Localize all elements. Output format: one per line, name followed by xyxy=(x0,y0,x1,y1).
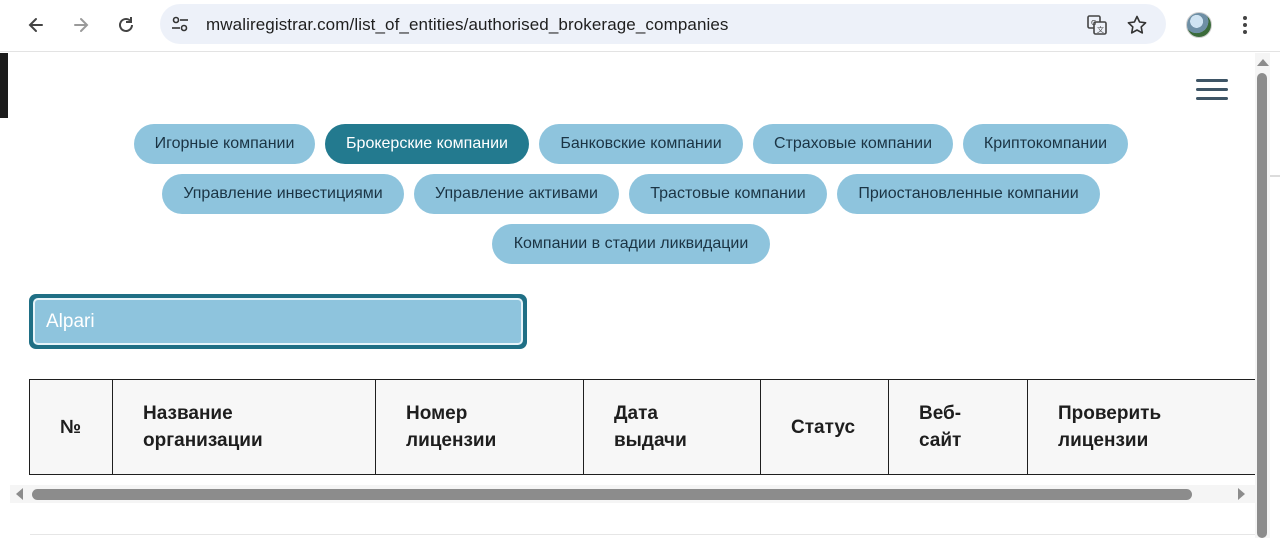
right-window-edge xyxy=(1270,53,1280,538)
category-label: Управление активами xyxy=(435,185,598,202)
header-text: Проверить xyxy=(1058,403,1162,424)
category-label: Игорные компании xyxy=(154,135,295,152)
header-text: выдачи xyxy=(614,430,687,451)
arrow-right-icon xyxy=(74,18,89,32)
search-box xyxy=(29,294,527,349)
header-text: Номер xyxy=(406,403,468,424)
category-investment-management[interactable]: Управление инвестициями xyxy=(162,174,404,214)
left-window-edge xyxy=(0,53,10,538)
scrollbar-thumb[interactable] xyxy=(1257,73,1267,538)
address-bar[interactable]: mwaliregistrar.com/list_of_entities/auth… xyxy=(160,4,1166,44)
reload-icon xyxy=(119,17,133,32)
category-label: Трастовые компании xyxy=(650,185,806,202)
tune-icon[interactable] xyxy=(170,14,190,34)
category-label: Компании в стадии ликвидации xyxy=(513,235,749,252)
category-suspended[interactable]: Приостановленные компании xyxy=(837,174,1100,214)
column-header-status[interactable]: Статус xyxy=(760,379,889,475)
header-text: № xyxy=(60,416,82,438)
page-viewport: Игорные компании Брокерские компании Бан… xyxy=(10,53,1270,538)
category-label: Брокерские компании xyxy=(346,135,508,152)
category-label: Банковские компании xyxy=(560,135,722,152)
divider xyxy=(30,534,1266,535)
header-text: Веб- xyxy=(919,403,962,424)
scroll-up-arrow-icon[interactable] xyxy=(1257,59,1269,66)
scroll-right-arrow-icon[interactable] xyxy=(1238,488,1245,500)
header-text: Дата xyxy=(614,403,658,424)
back-button[interactable] xyxy=(19,8,53,42)
scrollbar-thumb[interactable] xyxy=(32,489,1192,500)
header-text: Статус xyxy=(791,416,856,438)
arrow-left-icon xyxy=(28,18,43,32)
category-crypto[interactable]: Криптокомпании xyxy=(963,124,1128,164)
url-text[interactable]: mwaliregistrar.com/list_of_entities/auth… xyxy=(206,15,729,34)
vertical-scrollbar[interactable] xyxy=(1255,53,1270,538)
search-input[interactable] xyxy=(33,298,523,345)
column-header-number[interactable]: № xyxy=(29,379,113,475)
column-header-issue-date[interactable]: Дата выдачи xyxy=(583,379,761,475)
category-insurance[interactable]: Страховые компании xyxy=(753,124,953,164)
column-header-license-number[interactable]: Номер лицензии xyxy=(375,379,584,475)
browser-toolbar: mwaliregistrar.com/list_of_entities/auth… xyxy=(0,0,1280,52)
category-gambling[interactable]: Игорные компании xyxy=(134,124,315,164)
table-header-row: № Название организации Номер лицензии Дата… xyxy=(29,379,1256,475)
column-header-organization[interactable]: Название организации xyxy=(112,379,376,475)
star-icon[interactable] xyxy=(1126,14,1148,36)
category-label: Криптокомпании xyxy=(983,135,1108,152)
column-header-verify-license[interactable]: Проверить лицензии xyxy=(1027,379,1256,475)
profile-avatar[interactable] xyxy=(1186,12,1212,38)
category-asset-management[interactable]: Управление активами xyxy=(414,174,619,214)
entities-table: № Название организации Номер лицензии Дата… xyxy=(29,379,1256,475)
hamburger-menu-icon[interactable] xyxy=(1196,79,1228,101)
kebab-menu-icon xyxy=(1243,16,1247,34)
svg-text:G: G xyxy=(1091,19,1096,27)
svg-text:文: 文 xyxy=(1097,25,1104,34)
horizontal-scrollbar[interactable] xyxy=(10,485,1256,503)
category-banking[interactable]: Банковские компании xyxy=(539,124,743,164)
scroll-left-arrow-icon[interactable] xyxy=(16,488,23,500)
category-label: Приостановленные компании xyxy=(858,185,1079,202)
column-header-website[interactable]: Веб-сайт xyxy=(888,379,1028,475)
header-text: организации xyxy=(143,430,263,451)
category-liquidation[interactable]: Компании в стадии ликвидации xyxy=(492,224,770,264)
translate-icon[interactable]: G 文 xyxy=(1086,14,1108,36)
category-trust[interactable]: Трастовые компании xyxy=(629,174,827,214)
forward-button[interactable] xyxy=(64,8,98,42)
category-label: Страховые компании xyxy=(773,135,933,152)
reload-button[interactable] xyxy=(109,8,143,42)
category-label: Управление инвестициями xyxy=(183,185,383,202)
header-text: Название xyxy=(143,403,233,424)
browser-menu-button[interactable] xyxy=(1232,12,1258,38)
header-text: лицензии xyxy=(1058,430,1149,451)
header-text: сайт xyxy=(919,430,962,451)
header-text: лицензии xyxy=(406,430,497,451)
category-brokerage[interactable]: Брокерские компании xyxy=(325,124,529,164)
